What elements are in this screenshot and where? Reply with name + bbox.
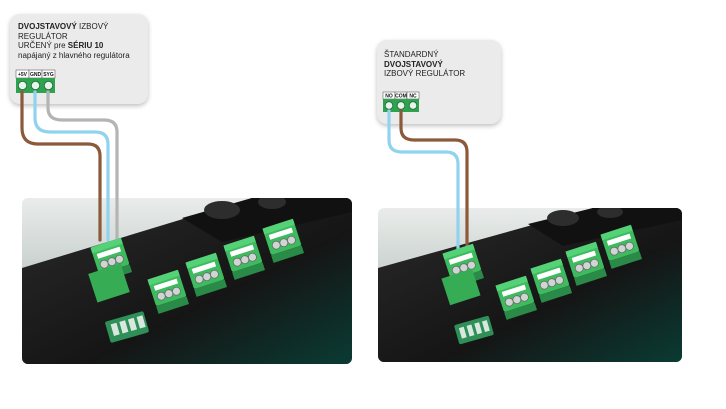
right-regulator-card: ŠTANDARDNÝ DVOJSTAVOVÝ IZBOVÝ REGULÁTOR bbox=[377, 40, 501, 124]
right-regulator-text: ŠTANDARDNÝ DVOJSTAVOVÝ IZBOVÝ REGULÁTOR bbox=[384, 50, 499, 79]
left-regulator-card: DVOJSTAVOVÝ IZBOVÝ REGULÁTOR URČENÝ pre … bbox=[10, 14, 148, 104]
left-regulator-title: DVOJSTAVOVÝ IZBOVÝ REGULÁTOR bbox=[18, 22, 109, 41]
right-controller-photo bbox=[378, 208, 682, 362]
right-board-illustration bbox=[378, 208, 682, 362]
left-controller-photo bbox=[22, 198, 352, 364]
right-regulator-subtitle: IZBOVÝ REGULÁTOR bbox=[384, 69, 466, 79]
right-regulator-title: ŠTANDARDNÝ DVOJSTAVOVÝ bbox=[384, 50, 443, 69]
left-regulator-series: URČENÝ pre SÉRIU 10 bbox=[18, 41, 104, 51]
left-board-illustration bbox=[22, 198, 352, 364]
left-regulator-power: napájaný z hlavného regulátora bbox=[18, 50, 130, 60]
left-regulator-text: DVOJSTAVOVÝ IZBOVÝ REGULÁTOR URČENÝ pre … bbox=[18, 22, 146, 60]
